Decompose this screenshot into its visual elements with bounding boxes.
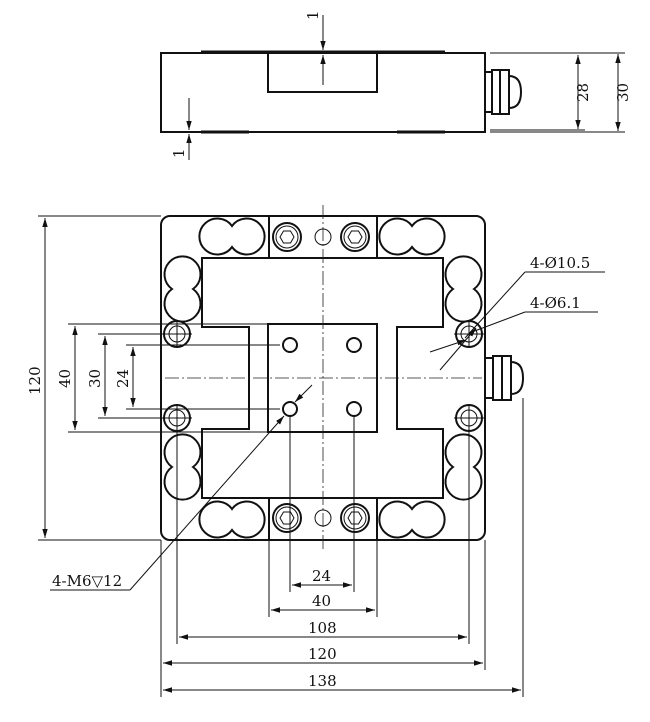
dim-height-30: 30 [614, 83, 632, 102]
side-view: 1 1 28 30 [160, 10, 632, 160]
cable-gland [484, 69, 523, 115]
callout-through-hole: 4-Ø6.1 [530, 294, 581, 312]
dim-plate-width: 120 [308, 645, 337, 663]
dim-block-width: 40 [312, 592, 331, 610]
dim-height-28: 28 [574, 83, 592, 102]
callout-counterbore: 4-Ø10.5 [530, 254, 590, 272]
sensing-block [267, 51, 378, 93]
dim-tapped-pitch-h: 24 [312, 567, 331, 585]
dim-block-height: 40 [56, 369, 74, 388]
plan-view: 4-Ø10.5 4-Ø6.1 4-M6▽12 120 40 30 24 [26, 205, 605, 697]
dim-gap-bottom: 1 [170, 148, 188, 158]
h-cavity [201, 257, 444, 499]
cable-gland-plan [484, 355, 525, 401]
dim-gap-top: 1 [304, 10, 322, 20]
cap-screws [272, 222, 370, 533]
dim-mount-pitch-v: 30 [86, 369, 104, 388]
dim-overall-width: 138 [308, 672, 337, 690]
callout-tapped: 4-M6▽12 [52, 572, 122, 590]
dim-mount-pitch-h: 108 [308, 619, 337, 637]
relief-slots [163, 217, 483, 539]
dim-tapped-pitch-v: 24 [114, 369, 132, 388]
tapped-holes [282, 337, 362, 417]
dim-overall-height: 120 [26, 366, 44, 395]
